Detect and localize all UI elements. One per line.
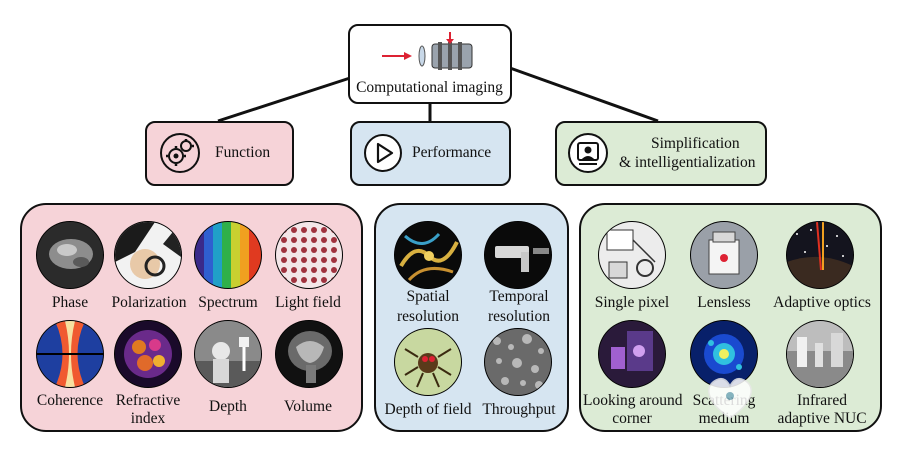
label-infrared-adaptive-nuc-2: adaptive NUC	[777, 410, 867, 427]
link-root-simplification	[509, 66, 659, 123]
label-spatial-resolution-1: Spatial	[406, 288, 450, 305]
play-circle-icon	[364, 134, 402, 172]
category-performance: Performance	[350, 121, 511, 186]
function-panel: Phase Polarization Spectrum Light field …	[20, 203, 363, 432]
label-volume: Volume	[284, 398, 332, 415]
thumb-spatial-resolution	[395, 222, 461, 288]
thumb-depth	[195, 321, 261, 387]
gears-icon	[160, 133, 200, 173]
thumb-throughput	[485, 329, 551, 395]
label-temporal-resolution-2: resolution	[488, 308, 550, 325]
thumb-single-pixel	[599, 222, 665, 288]
label-scattering-medium-2: medium	[698, 410, 750, 427]
label-single-pixel: Single pixel	[594, 294, 670, 311]
simplification-panel: Single pixel Lensless Adaptive optics Lo…	[579, 203, 882, 432]
category-function-title: Function	[215, 144, 271, 161]
label-looking-around-corner-1: Looking around	[583, 392, 683, 409]
thumb-looking-around-corner	[599, 321, 665, 387]
label-infrared-adaptive-nuc-1: Infrared	[797, 392, 847, 409]
thumb-infrared-adaptive-nuc	[787, 321, 853, 387]
thumb-volume	[276, 321, 342, 387]
thumb-scattering-medium	[691, 321, 757, 387]
thumb-light-field	[276, 222, 342, 288]
label-depth: Depth	[209, 398, 247, 415]
label-temporal-resolution-1: Temporal	[489, 288, 549, 305]
root-title: Computational imaging	[356, 79, 503, 96]
label-lensless: Lensless	[697, 294, 751, 311]
link-root-function	[217, 76, 351, 123]
performance-panel: Spatial resolution Temporal resolution D…	[374, 203, 569, 432]
label-spectrum: Spectrum	[198, 294, 258, 311]
lens-optics-icon	[382, 32, 473, 70]
category-simplification-title-1: Simplification	[651, 135, 740, 152]
thumb-adaptive-optics	[787, 222, 853, 288]
thumb-polarization	[115, 222, 181, 288]
category-simplification-title-2: & intelligentialization	[619, 154, 756, 171]
label-light-field: Light field	[275, 294, 341, 311]
label-throughput: Throughput	[482, 401, 556, 418]
category-function: Function	[145, 121, 294, 186]
label-looking-around-corner-2: corner	[612, 410, 652, 427]
person-screen-icon	[568, 133, 608, 173]
label-coherence: Coherence	[36, 392, 104, 409]
category-performance-title: Performance	[412, 144, 492, 161]
label-depth-of-field: Depth of field	[384, 401, 472, 418]
thumb-depth-of-field	[395, 329, 461, 395]
thumb-spectrum	[195, 222, 261, 288]
thumb-phase	[37, 222, 103, 288]
root-node: Computational imaging	[348, 24, 512, 104]
thumb-lensless	[691, 222, 757, 288]
category-simplification: Simplification & intelligentialization	[555, 121, 767, 186]
thumb-refractive-index	[115, 321, 181, 387]
label-refractive-index: Refractive index	[115, 392, 181, 427]
label-phase: Phase	[51, 294, 89, 311]
label-adaptive-optics: Adaptive optics	[773, 294, 871, 311]
label-spatial-resolution-2: resolution	[397, 308, 459, 325]
thumb-temporal-resolution	[485, 222, 551, 288]
heart-logo-icon	[708, 377, 752, 419]
label-polarization: Polarization	[111, 294, 187, 311]
thumb-coherence	[37, 321, 103, 387]
